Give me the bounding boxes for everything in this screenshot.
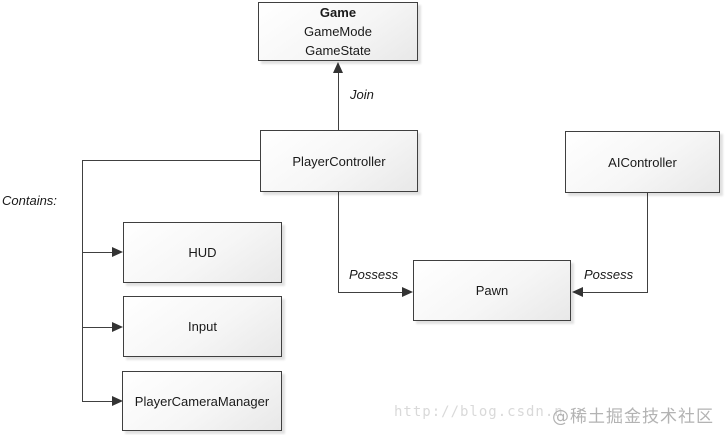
game-node-subtitle-2: GameState bbox=[305, 43, 371, 58]
contains-branch-hud bbox=[82, 252, 113, 253]
hud-node-label: HUD bbox=[188, 245, 217, 260]
watermark-url-text: http://blog.csdn.n bbox=[394, 404, 564, 420]
hud-node: HUD bbox=[123, 222, 282, 283]
playercameramanager-node-label: PlayerCameraManager bbox=[134, 393, 270, 409]
pawn-node-label: Pawn bbox=[475, 283, 509, 298]
playercontroller-node-label: PlayerController bbox=[292, 153, 386, 169]
possess-left-connector-vertical bbox=[338, 192, 339, 293]
possess-left-label: Possess bbox=[349, 267, 399, 282]
game-node-title: Game bbox=[319, 5, 357, 20]
arrow-right-icon bbox=[112, 322, 123, 332]
contains-branch-input bbox=[82, 327, 113, 328]
playercameramanager-node: PlayerCameraManager bbox=[122, 371, 282, 431]
contains-branch-cameramanager bbox=[82, 401, 113, 402]
possess-right-label: Possess bbox=[584, 267, 634, 282]
arrow-left-icon bbox=[572, 287, 583, 297]
arrow-up-icon bbox=[333, 62, 343, 73]
possess-left-connector-horizontal bbox=[338, 292, 403, 293]
arrow-right-icon bbox=[112, 247, 123, 257]
game-node: Game GameMode GameState bbox=[258, 2, 418, 61]
game-node-subtitle-1: GameMode bbox=[304, 24, 372, 39]
input-node-label: Input bbox=[188, 319, 217, 334]
possess-right-connector-horizontal bbox=[583, 292, 648, 293]
contains-connector-vertical bbox=[82, 160, 83, 402]
contains-connector-horizontal bbox=[82, 160, 260, 161]
arrow-right-icon bbox=[112, 396, 123, 406]
join-label: Join bbox=[350, 87, 374, 102]
contains-label: Contains: bbox=[2, 193, 57, 208]
watermark-community-text: @稀土掘金技术社区 bbox=[552, 407, 714, 427]
input-node: Input bbox=[123, 296, 282, 357]
aicontroller-node: AIController bbox=[565, 131, 720, 193]
playercontroller-node: PlayerController bbox=[260, 130, 418, 192]
arrow-right-icon bbox=[402, 287, 413, 297]
aicontroller-node-label: AIController bbox=[608, 154, 677, 170]
join-connector-vertical bbox=[338, 73, 339, 130]
pawn-node: Pawn bbox=[413, 260, 571, 321]
possess-right-connector-vertical bbox=[647, 193, 648, 293]
